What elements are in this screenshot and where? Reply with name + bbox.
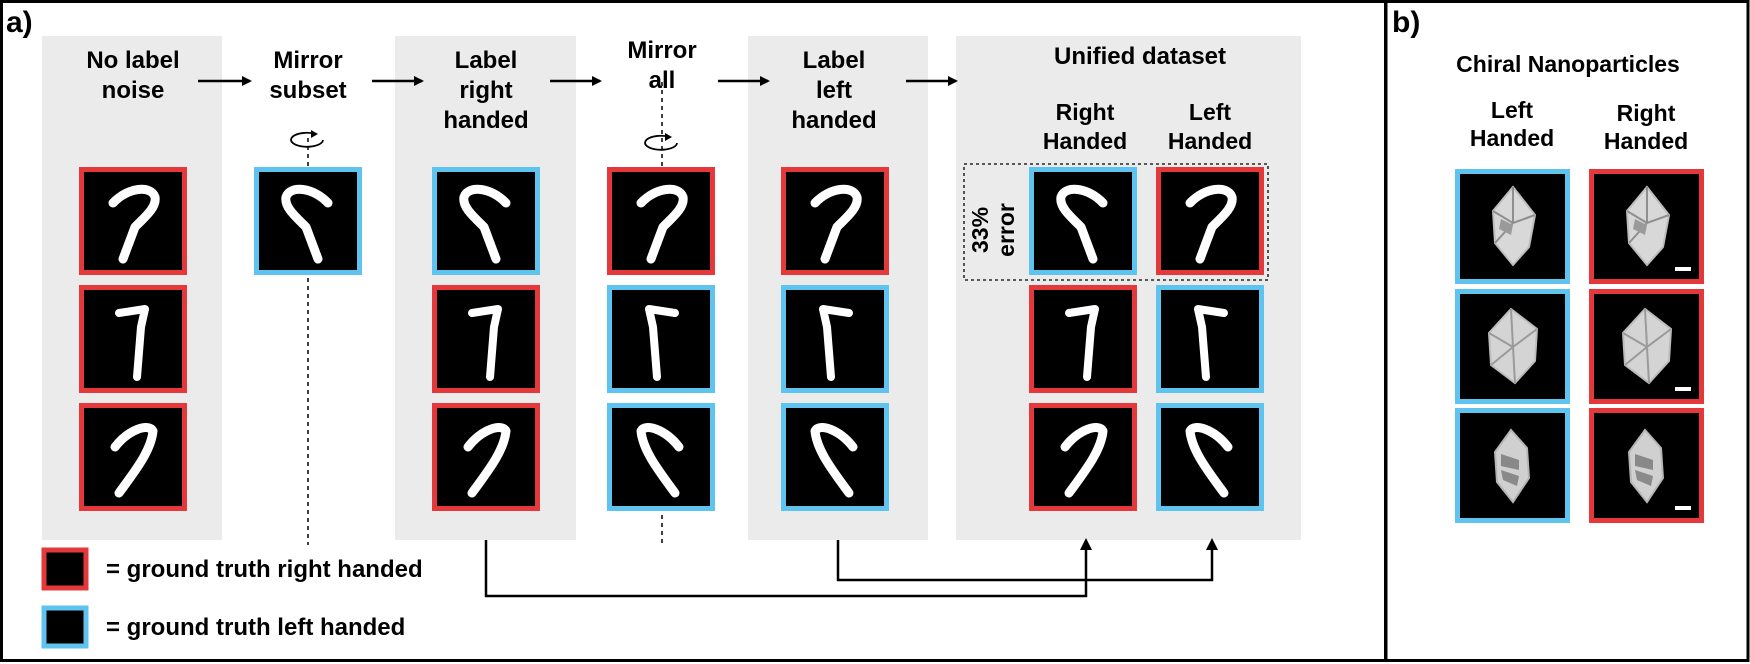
tile-label_left_handed-2-frame — [781, 285, 889, 393]
column-title-mirror-subset-line-2: subset — [269, 77, 346, 104]
error-label-line-2: error — [993, 203, 1019, 257]
tile-unified_left-1-frame — [1156, 167, 1264, 275]
tile-label_right_handed-2 — [432, 285, 540, 393]
tile-label_left_handed-1 — [781, 167, 889, 275]
tile-mirror_all-3-frame — [607, 403, 715, 511]
panel-b-col-right-line-2: Handed — [1604, 128, 1688, 154]
column-title-mirror-all-line-1: Mirror — [627, 37, 696, 64]
column-title-label-right-handed-line-3: handed — [443, 107, 528, 134]
connector-left-arrowhead — [1206, 538, 1218, 550]
tile-label_right_handed-1 — [432, 167, 540, 275]
connector-right-to-unified — [484, 540, 1088, 598]
tile-unified_right-2 — [1029, 285, 1137, 393]
legend-swatch-left — [41, 605, 89, 649]
tile-label_left_handed-3 — [781, 403, 889, 511]
tile-no_label_noise-2 — [79, 285, 187, 393]
np-left-2 — [1455, 289, 1570, 404]
tile-label_right_handed-3-frame — [432, 403, 540, 511]
panel-b-title: Chiral Nanoparticles — [1456, 51, 1680, 77]
tile-unified_left-1 — [1156, 167, 1264, 275]
tile-unified_left-2-frame — [1156, 285, 1264, 393]
panel-b-col-left-line-2: Handed — [1470, 125, 1554, 151]
tile-label_right_handed-2-frame — [432, 285, 540, 393]
tile-unified_right-3-frame — [1029, 403, 1137, 511]
tile-no_label_noise-1-frame — [79, 167, 187, 275]
legend-text-right: = ground truth right handed — [106, 556, 423, 583]
error-label-line-1: 33% — [967, 207, 993, 253]
connector-right-arrowhead — [1080, 538, 1092, 550]
tile-label_right_handed-1-frame — [432, 167, 540, 275]
tile-mirror_all-2 — [607, 285, 715, 393]
tile-unified_right-3 — [1029, 403, 1137, 511]
error-box — [963, 163, 1269, 281]
unified-subheader-1-line-1: Right — [1056, 99, 1115, 125]
tile-unified_left-2 — [1156, 285, 1264, 393]
legend: = ground truth right handed = ground tru… — [41, 547, 423, 649]
np-right-1 — [1589, 169, 1704, 284]
np-left-1 — [1455, 169, 1570, 284]
tile-label_left_handed-1-frame — [781, 167, 889, 275]
column-title-mirror-subset-line-1: Mirror — [273, 47, 342, 74]
column-title-label-right-handed-line-2: right — [459, 77, 512, 104]
rotate-icon-all — [644, 133, 678, 151]
legend-text-left: = ground truth left handed — [106, 614, 405, 641]
unified-subheader-2-line-1: Left — [1189, 99, 1232, 125]
nanoparticle-tiles — [1455, 169, 1704, 523]
tile-no_label_noise-2-frame — [79, 285, 187, 393]
digit-tiles — [79, 167, 1264, 511]
error-label: 33% error — [967, 203, 1019, 257]
tile-unified_right-1 — [1029, 167, 1137, 275]
column-titles: No label noise Mirror subset Label right hande… — [86, 37, 1252, 154]
unified-subheader-1-line-2: Handed — [1043, 128, 1127, 154]
tile-mirror_subset-1 — [254, 167, 362, 275]
tile-no_label_noise-1 — [79, 167, 187, 275]
panel-b-col-right-line-1: Right — [1617, 100, 1676, 126]
tile-unified_left-3-frame — [1156, 403, 1264, 511]
panel-b-col-left-line-1: Left — [1491, 97, 1534, 123]
np-left-3 — [1455, 408, 1570, 523]
tile-label_right_handed-3 — [432, 403, 540, 511]
np-right-3 — [1589, 408, 1704, 523]
np-right-1-scale-bar — [1675, 267, 1691, 271]
column-title-label-left-handed-line-1: Label — [803, 47, 866, 74]
column-title-label-right-handed-line-1: Label — [455, 47, 518, 74]
panel-a-label: a) — [6, 6, 33, 39]
column-title-label-left-handed-line-3: handed — [791, 107, 876, 134]
column-title-label-left-handed-line-2: left — [816, 77, 852, 104]
tile-mirror_all-1 — [607, 167, 715, 275]
legend-swatch-right — [41, 547, 89, 591]
np-right-2 — [1589, 289, 1704, 404]
tile-label_left_handed-2 — [781, 285, 889, 393]
panel-b-label: b) — [1392, 6, 1420, 39]
tile-label_left_handed-3-frame — [781, 403, 889, 511]
connector-left-to-unified — [836, 540, 1214, 582]
tile-mirror_all-3 — [607, 403, 715, 511]
panel-b-frame — [1384, 0, 1750, 662]
column-title-no-label-noise-line-1: No label — [86, 47, 179, 74]
tile-unified_right-2-frame — [1029, 285, 1137, 393]
np-right-3-scale-bar — [1675, 506, 1691, 510]
tile-mirror_all-2-frame — [607, 285, 715, 393]
column-title-mirror-all-line-2: all — [649, 67, 676, 94]
tile-mirror_subset-1-frame — [254, 167, 362, 275]
tile-unified_left-3 — [1156, 403, 1264, 511]
np-right-2-scale-bar — [1675, 387, 1691, 391]
tile-no_label_noise-3 — [79, 403, 187, 511]
column-title-unified-dataset-line-1: Unified dataset — [1054, 43, 1226, 70]
tile-no_label_noise-3-frame — [79, 403, 187, 511]
tile-unified_right-1-frame — [1029, 167, 1137, 275]
rotate-icon-subset — [290, 130, 324, 148]
tile-mirror_all-1-frame — [607, 167, 715, 275]
column-title-no-label-noise-line-2: noise — [102, 77, 165, 104]
unified-subheader-2-line-2: Handed — [1168, 128, 1252, 154]
